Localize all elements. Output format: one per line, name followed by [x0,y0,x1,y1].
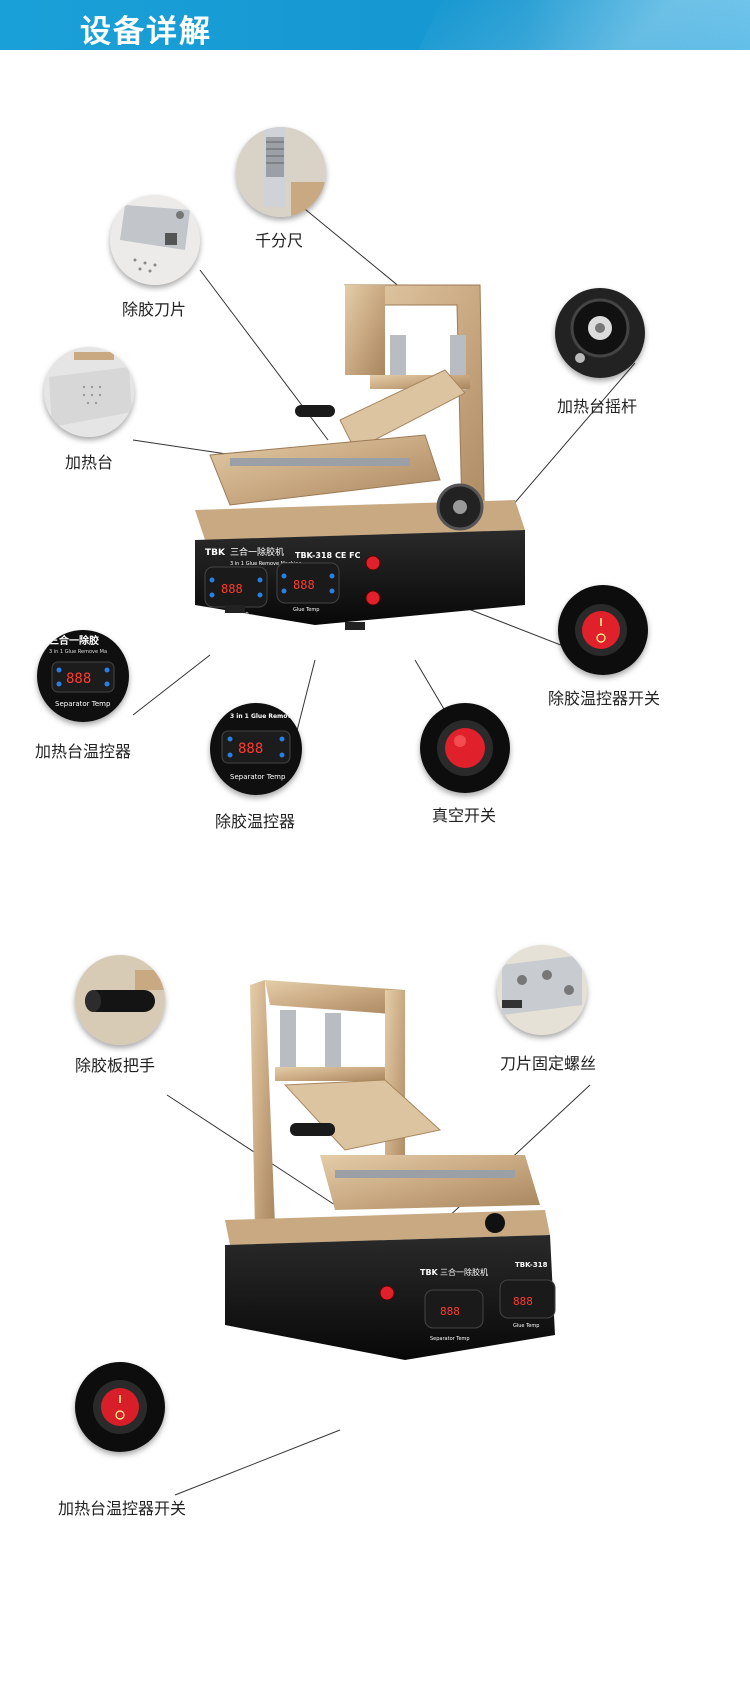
side-display-right: 888 [513,1295,533,1308]
machine-side-illustration: TBK 三合一除胶机 TBK-318 888 Separator Temp 88… [225,980,556,1360]
heating-rocker-photo [555,288,645,378]
side-display-left: 888 [440,1305,460,1318]
label-micrometer: 千分尺 [255,231,304,250]
side-glue-label: Glue Temp [513,1323,539,1329]
label-heating-stage: 加热台 [65,453,114,472]
label-glue-temp-controller: 除胶温控器 [215,812,296,831]
heating-temp-switch-photo [75,1362,165,1452]
side-machine-switch [379,1285,395,1301]
label-glue-temp-switch: 除胶温控器开关 [548,689,661,708]
machine-switch-top [365,555,381,571]
page-title: 设备详解 [80,14,212,50]
svg-text:Separator Temp: Separator Temp [55,700,111,708]
panel-glue-label: Glue Temp [293,607,319,613]
label-heating-temp-controller: 加热台温控器 [35,742,132,761]
label-handle: 除胶板把手 [75,1056,156,1075]
vacuum-switch-photo [420,703,510,793]
heating-temp-controller-photo: 三合一除胶 3 in 1 Glue Remove Ma 888 Separato… [37,630,129,722]
label-vacuum-switch: 真空开关 [432,806,497,825]
panel-display-left: 888 [221,582,243,596]
glue-temp-switch-photo [558,585,648,675]
panel-cert: CE FC [335,551,361,560]
svg-text:3 in 1 Glue Remove Machine: 3 in 1 Glue Remove Machine [230,713,302,720]
label-heating-temp-switch: 加热台温控器开关 [58,1499,187,1518]
glue-temp-controller-photo: 3 in 1 Glue Remove Machine 888 Separator… [210,703,302,795]
panel-name-en: 3 in 1 Glue Remove Machine [230,561,302,567]
svg-text:三合一除胶: 三合一除胶 [49,634,99,647]
svg-text:Separator Temp: Separator Temp [230,773,286,781]
panel-name-cn: 三合一除胶机 [230,546,284,558]
side-panel-model: TBK-318 [515,1261,548,1269]
panel-separator-label: Separator Temp [209,611,249,617]
heating-stage-photo [44,347,134,437]
panel-model: TBK-318 [295,551,333,560]
svg-text:888: 888 [66,671,91,687]
svg-text:3 in 1 Glue Remove Ma: 3 in 1 Glue Remove Ma [49,649,107,655]
panel-brand: TBK [205,548,226,558]
handle-photo [75,955,165,1045]
micrometer-photo [236,127,326,217]
side-panel-brand: TBK [420,1268,439,1277]
label-glue-blade: 除胶刀片 [122,300,187,319]
label-heating-rocker: 加热台摇杆 [557,397,638,416]
machine-main-illustration: TBK 三合一除胶机 3 in 1 Glue Remove Machine TB… [195,284,525,630]
side-panel-name-cn: 三合一除胶机 [440,1267,488,1277]
svg-text:888: 888 [238,741,263,757]
glue-blade-photo [110,195,200,285]
label-blade-screw: 刀片固定螺丝 [500,1054,597,1073]
panel-display-right: 888 [293,578,315,592]
blade-screw-photo [497,945,587,1035]
header-banner: 设备详解 [0,0,750,50]
machine-switch-bottom [365,590,381,606]
side-separator-label: Separator Temp [430,1336,470,1342]
